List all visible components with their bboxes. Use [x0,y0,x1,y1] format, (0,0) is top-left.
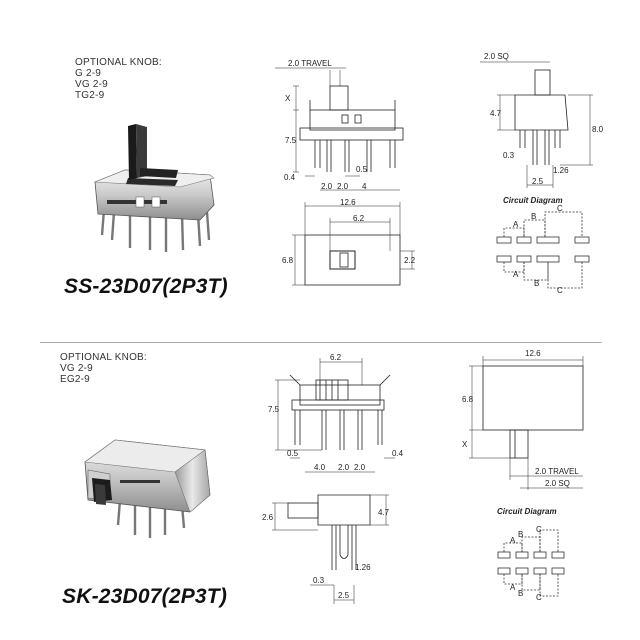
top-d22-dim: 2.2 [404,256,416,265]
top-front-view [275,67,404,191]
bottom-circuit-label: A [510,583,516,592]
bottom-d47-dim: 4.7 [378,508,390,517]
bottom-circuit-label: C [536,593,542,602]
top-height-dim: 7.5 [285,136,297,145]
bottom-d25-dim: 2.5 [338,591,350,600]
bottom-front-view [275,358,395,473]
top-knob-option: G 2-9 [75,68,102,79]
top-side-view [480,61,593,188]
top-circuit-diagram [496,211,590,289]
top-circuit-label: B [531,212,536,221]
bottom-side-view [272,494,389,604]
bottom-knob-option: EG2-9 [60,374,90,385]
bottom-d20b-dim: 2.0 [354,463,366,472]
bottom-end-view [469,356,584,490]
top-circuit-title: Circuit Diagram [503,196,563,205]
bottom-d05-dim: 0.5 [287,449,299,458]
bottom-circuit-label: C [536,525,542,534]
bottom-travel-dim: 2.0 TRAVEL [535,467,579,476]
bottom-circuit-diagram [497,529,565,597]
bottom-x-dim: X [462,440,468,449]
section-divider [40,342,602,343]
bottom-height-dim: 7.5 [268,405,280,414]
bottom-circuit-label: B [518,589,523,598]
bottom-d20a-dim: 2.0 [338,463,350,472]
top-optional-knob-block: OPTIONAL KNOB: G 2-9 VG 2-9 TG2-9 [75,57,162,101]
top-circuit-label: A [513,220,519,229]
bottom-sq-dim: 2.0 SQ [545,479,570,488]
top-circuit-label: B [534,279,539,288]
top-d62-dim: 6.2 [353,214,365,223]
top-model-title: SS-23D07(2P3T) [64,275,228,298]
bottom-circuit-label: A [510,536,516,545]
bottom-model-title: SK-23D07(2P3T) [62,585,228,608]
top-x-dim: X [285,94,291,103]
bottom-d04-dim: 0.4 [392,449,404,458]
top-d80-dim: 8.0 [592,125,604,134]
bottom-d62-dim: 6.2 [330,353,342,362]
bottom-optional-knob-block: OPTIONAL KNOB: VG 2-9 EG2-9 [60,352,147,385]
bottom-circuit-title: Circuit Diagram [497,507,557,516]
top-d126s-dim: 1.26 [553,166,569,175]
top-travel-dim: 2.0 TRAVEL [288,59,332,68]
top-d47-dim: 4.7 [490,109,502,118]
top-d4-dim: 4 [362,182,367,191]
top-d126-dim: 12.6 [340,198,356,207]
bottom-optional-knob-title: OPTIONAL KNOB: [60,352,147,363]
bottom-d26-dim: 2.6 [262,513,274,522]
top-d05-dim: 0.5 [356,165,368,174]
bottom-circuit-label: B [518,530,523,539]
top-d03-dim: 0.3 [503,151,515,160]
bottom-switch-photo [84,439,211,538]
top-sq-dim: 2.0 SQ [484,52,509,61]
top-circuit-label: C [557,204,563,213]
top-circuit-label: A [513,270,519,279]
bottom-d126e-dim: 12.6 [525,349,541,358]
bottom-d40-dim: 4.0 [314,463,326,472]
top-optional-knob-title: OPTIONAL KNOB: [75,57,162,68]
bottom-d68-dim: 6.8 [462,395,474,404]
top-knob-option: VG 2-9 [75,79,108,90]
top-d25-dim: 2.5 [532,177,544,186]
top-plan-view [292,202,415,286]
top-circuit-label: C [557,286,563,295]
top-d20b-dim: 2.0 [337,182,349,191]
bottom-knob-option: VG 2-9 [60,363,93,374]
top-d20a-dim: 2.0 [321,182,333,191]
top-d04-dim: 0.4 [284,173,296,182]
top-switch-photo [94,124,215,252]
bottom-d126-dim: 1.26 [355,563,371,572]
top-knob-option: TG2-9 [75,90,105,101]
top-d68-dim: 6.8 [282,256,294,265]
bottom-d03-dim: 0.3 [313,576,325,585]
